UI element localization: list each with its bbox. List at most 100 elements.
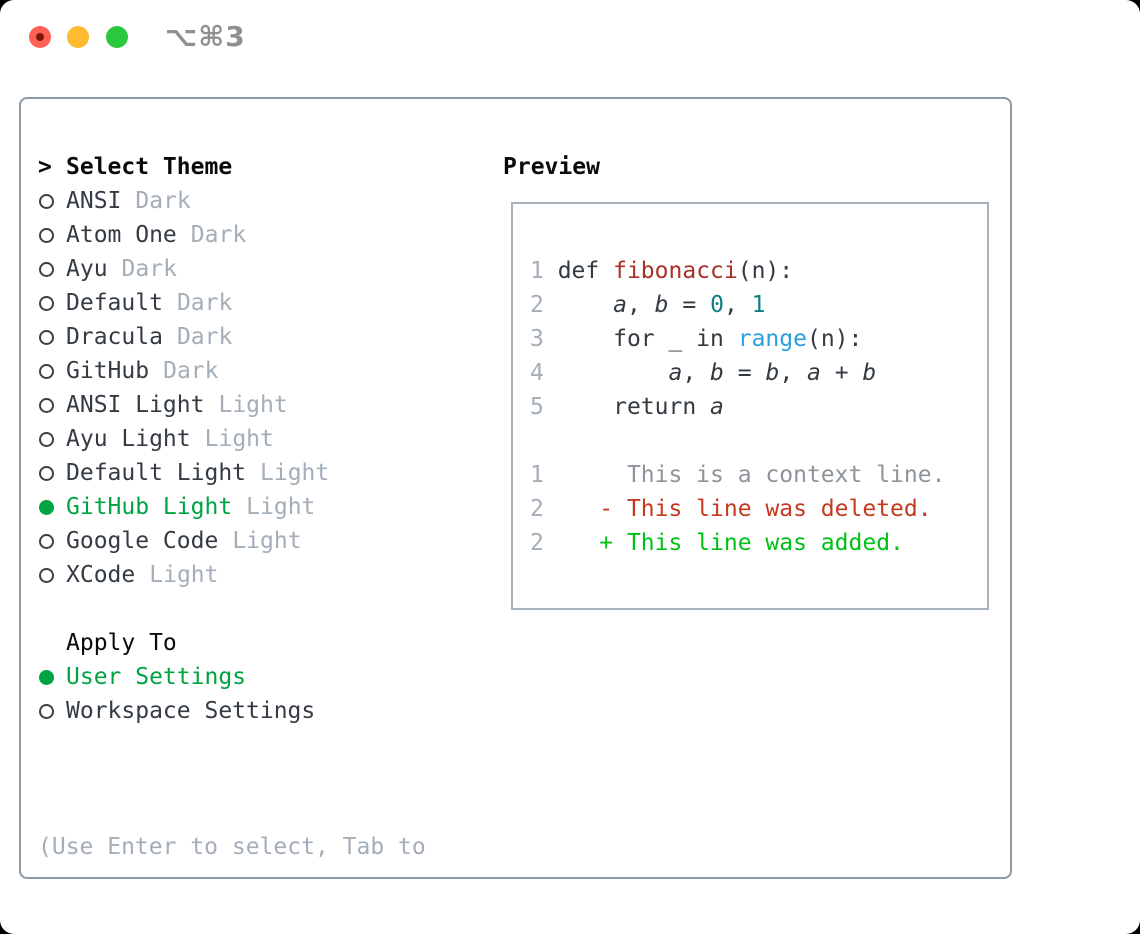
radio-unselected-icon[interactable] [39,465,54,481]
radio-unselected-icon[interactable] [39,329,54,345]
code-line: 2 - This line was deleted. [530,492,945,526]
radio-unselected-icon[interactable] [39,227,54,243]
radio-gutter [38,499,66,515]
radio-gutter [38,567,66,583]
code-segment-plain: , [779,360,808,386]
line-number: 4 [530,360,544,386]
code-segment-var: b [862,360,877,386]
code-segment-plain: def [543,258,614,284]
item-variant-label: Light [232,528,302,554]
minimize-button[interactable] [67,26,89,48]
hint-line-1: (Use Enter to select, Tab to [38,834,426,860]
item-label: ANSI Light [66,392,205,418]
code-segment-plain [544,360,669,386]
radio-unselected-icon[interactable] [39,397,54,413]
radio-unselected-icon[interactable] [39,431,54,447]
code-segment-plain: + [820,360,863,386]
code-segment-context: This is a context line. [543,462,946,488]
radio-gutter [38,193,66,209]
line-number: 2 [530,530,544,556]
line-number: 3 [530,326,544,352]
code-line: 2 a, b = 0, 1 [530,288,945,322]
radio-unselected-icon[interactable] [39,261,54,277]
theme-item-ansi-light[interactable]: ANSI Light Light [38,388,329,422]
item-variant-label: Light [246,494,316,520]
window-title-shortcut: ⌥⌘3 [165,20,246,53]
radio-gutter [38,703,66,719]
code-line: 1 def fibonacci(n): [530,254,945,288]
code-segment-var: b [710,360,724,386]
code-segment-var: b [654,292,669,318]
item-variant-label: Light [260,460,330,486]
zoom-button[interactable] [106,26,128,48]
item-label: GitHub [66,358,150,384]
item-label: Ayu [66,256,108,282]
cursor-gutter: > [38,154,66,180]
radio-gutter [38,295,66,311]
code-line [530,424,945,458]
apply-to-title: Apply To [66,630,177,656]
theme-item-ayu[interactable]: Ayu Dark [38,252,329,286]
radio-gutter [38,227,66,243]
apply-option-workspace-settings[interactable]: Workspace Settings [38,694,315,728]
code-segment-var: a [613,292,627,318]
line-number: 2 [530,496,544,522]
radio-unselected-icon[interactable] [39,193,54,209]
close-dot-icon [36,33,44,41]
close-button[interactable] [29,26,51,48]
radio-selected-icon[interactable] [39,499,54,515]
radio-selected-icon[interactable] [39,669,54,685]
code-line: 1 This is a context line. [530,458,945,492]
apply-option-user-settings[interactable]: User Settings [38,660,315,694]
item-label: XCode [66,562,136,588]
code-line: 2 + This line was added. [530,526,945,560]
code-segment-num: 1 [751,292,766,318]
code-segment-builtin: range [737,326,807,352]
item-variant-label: Dark [121,256,177,282]
code-segment-plain: for _ in [543,326,738,352]
item-variant-label: Dark [176,290,233,316]
radio-unselected-icon[interactable] [39,533,54,549]
code-line: 4 a, b = b, a + b [530,356,945,390]
item-variant-label: Dark [176,324,233,350]
radio-gutter [38,397,66,413]
theme-item-github[interactable]: GitHub Dark [38,354,329,388]
code-segment-added: + This line was added. [543,530,904,556]
line-number: 1 [530,462,544,488]
code-segment-plain: = [723,360,766,386]
code-segment-var: b [765,360,780,386]
item-label: User Settings [66,664,247,690]
line-number: 2 [530,292,544,318]
apply-to-header-row: Apply To [38,626,315,660]
radio-unselected-icon[interactable] [39,363,54,379]
radio-gutter [38,533,66,549]
code-segment-plain: (n): [806,326,863,352]
radio-gutter [38,329,66,345]
item-variant-label: Light [218,392,288,418]
code-segment-plain: , [723,292,752,318]
code-segment-plain: = [668,292,711,318]
radio-unselected-icon[interactable] [39,295,54,311]
code-segment-var: a [807,360,821,386]
radio-gutter [38,431,66,447]
code-segment-deleted: - This line was deleted. [543,496,932,522]
keyboard-hint: (Use Enter to select, Tab to change focu… [38,762,426,934]
radio-unselected-icon[interactable] [39,567,54,583]
item-label: Atom One [66,222,177,248]
item-variant-label: Dark [163,358,219,384]
code-segment-plain [544,292,613,318]
item-label: Workspace Settings [66,698,316,724]
code-segment-func: fibonacci [613,258,738,284]
radio-unselected-icon[interactable] [39,703,54,719]
